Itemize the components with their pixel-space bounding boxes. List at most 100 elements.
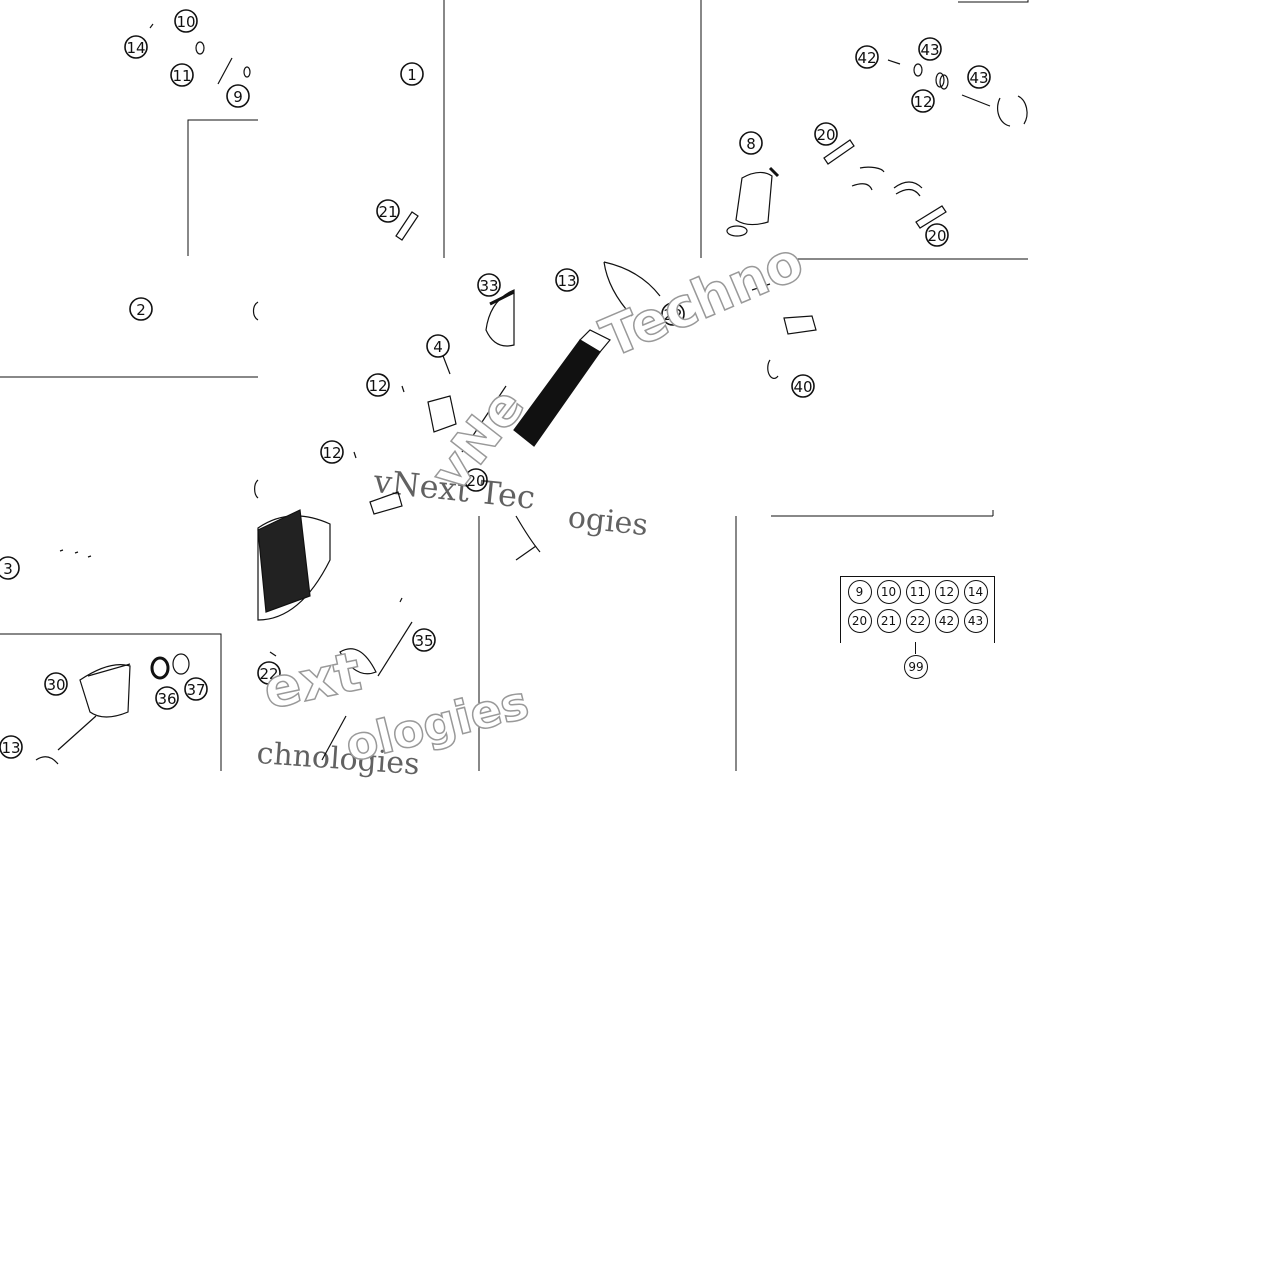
kit-part-number: 10 <box>876 579 901 604</box>
callout-circle <box>257 661 281 685</box>
callout-label: 22 <box>259 665 278 683</box>
callout-circle <box>791 374 815 398</box>
callout-label: 37 <box>186 681 205 699</box>
callout-label: 3 <box>3 560 13 578</box>
callout-label: 36 <box>157 690 176 708</box>
kit-part-number: 21 <box>876 608 901 633</box>
kit-part-number: 12 <box>934 579 959 604</box>
part-callout: 2 <box>129 297 153 321</box>
part-callout: 33 <box>477 273 501 297</box>
callout-circle <box>170 63 194 87</box>
callout-label: 20 <box>466 472 485 490</box>
part-callout: 36 <box>155 686 179 710</box>
kit-connector-line <box>915 642 916 654</box>
part-callout: 43 <box>918 37 942 61</box>
callout-circle <box>44 672 68 696</box>
callout-circle <box>155 686 179 710</box>
callout-label: 20 <box>927 227 946 245</box>
callout-circle <box>739 131 763 155</box>
part-callout: 20 <box>814 122 838 146</box>
part-callout: 22 <box>257 661 281 685</box>
part-callout: 13 <box>555 268 579 292</box>
callout-label: 2 <box>136 301 146 319</box>
callout-label: 20 <box>816 126 835 144</box>
part-callout: 43 <box>967 65 991 89</box>
callout-label: 35 <box>414 632 433 650</box>
callout-label: 9 <box>233 88 243 106</box>
callout-label: 14 <box>126 39 145 57</box>
callout-label: 43 <box>969 69 988 87</box>
callout-label: 13 <box>557 272 576 290</box>
callout-circle <box>477 273 501 297</box>
callout-circle <box>925 223 949 247</box>
callout-circle <box>555 268 579 292</box>
callout-label: 8 <box>746 135 756 153</box>
callout-label: 12 <box>913 93 932 111</box>
callout-label: 43 <box>920 41 939 59</box>
part-callout: 20 <box>464 468 488 492</box>
kit-part-number: 9 <box>847 579 872 604</box>
callout-label: 42 <box>857 49 876 67</box>
callout-label: 21 <box>378 203 397 221</box>
kit-row-2: 20 21 22 42 43 <box>841 606 994 635</box>
callout-label: 13 <box>1 739 20 757</box>
callout-label: 30 <box>46 676 65 694</box>
callout-circle <box>911 89 935 113</box>
part-callout: 22 <box>661 302 685 326</box>
callout-circle <box>366 373 390 397</box>
kit-part-number: 22 <box>905 608 930 633</box>
part-callout: 21 <box>376 199 400 223</box>
callout-label: 33 <box>479 277 498 295</box>
part-callout: 9 <box>226 84 250 108</box>
callout-circle <box>376 199 400 223</box>
part-callout: 1 <box>400 62 424 86</box>
callout-circle <box>0 556 20 580</box>
part-callout: 20 <box>925 223 949 247</box>
part-callout: 35 <box>412 628 436 652</box>
kit-part-number: 42 <box>934 608 959 633</box>
part-callout: 37 <box>184 677 208 701</box>
callout-circle <box>174 9 198 33</box>
repair-kit-table: 9 10 11 12 14 20 21 22 42 43 <box>840 576 995 643</box>
callout-label: 10 <box>176 13 195 31</box>
kit-part-number: 43 <box>963 608 988 633</box>
callout-label: 4 <box>433 338 443 356</box>
kit-part-number: 11 <box>905 579 930 604</box>
callout-label: 12 <box>322 444 341 462</box>
callout-circle <box>855 45 879 69</box>
part-callout: 30 <box>44 672 68 696</box>
part-callout: 40 <box>791 374 815 398</box>
part-callout: 12 <box>911 89 935 113</box>
callout-circle <box>400 62 424 86</box>
part-callout: 13 <box>0 735 23 759</box>
callout-circle <box>226 84 250 108</box>
callout-circle <box>661 302 685 326</box>
kit-result-number: 99 <box>904 655 928 679</box>
callout-circle <box>426 334 450 358</box>
callout-circle <box>412 628 436 652</box>
part-callout: 14 <box>124 35 148 59</box>
part-callout: 8 <box>739 131 763 155</box>
callout-circle <box>814 122 838 146</box>
kit-row-1: 9 10 11 12 14 <box>841 577 994 606</box>
part-callout: 3 <box>0 556 20 580</box>
part-callout: 11 <box>170 63 194 87</box>
part-callout: 4 <box>426 334 450 358</box>
part-callout: 42 <box>855 45 879 69</box>
callout-circle <box>464 468 488 492</box>
callout-circle <box>124 35 148 59</box>
part-callout: 12 <box>320 440 344 464</box>
tile-borders <box>0 0 1029 771</box>
callout-label: 40 <box>793 378 812 396</box>
callout-label: 11 <box>172 67 191 85</box>
callout-label: 22 <box>663 306 682 324</box>
part-callout: 10 <box>174 9 198 33</box>
callout-circle <box>967 65 991 89</box>
callout-circle <box>129 297 153 321</box>
callout-circle <box>918 37 942 61</box>
kit-part-number: 14 <box>963 579 988 604</box>
callout-label: 1 <box>407 66 417 84</box>
part-callout: 12 <box>366 373 390 397</box>
callout-circle <box>184 677 208 701</box>
